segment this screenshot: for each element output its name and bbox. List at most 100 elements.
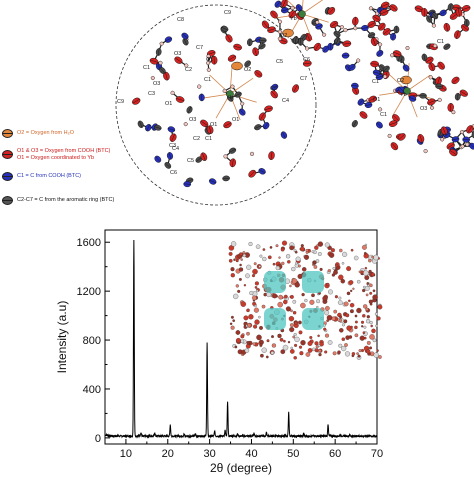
atom-ellipsoid [383, 74, 387, 79]
atom-axis [249, 170, 256, 177]
framework-atom [289, 327, 295, 333]
bond-network [140, 2, 474, 175]
framework-atom [358, 270, 362, 274]
atom [428, 62, 436, 72]
y-tick-label: 1200 [77, 286, 101, 298]
atom [206, 125, 214, 135]
framework-atom [294, 250, 298, 254]
framework-atom [313, 260, 317, 264]
x-axis-title: 2θ (degree) [210, 461, 272, 475]
framework-atom [267, 255, 272, 260]
atom-axis [383, 29, 391, 35]
atom [463, 19, 470, 27]
atom [459, 89, 468, 97]
framework-atom [344, 351, 351, 357]
atom [426, 15, 433, 23]
atom [227, 54, 237, 62]
framework-atom [283, 294, 288, 299]
atom [421, 53, 428, 62]
framework-atom [235, 337, 241, 343]
atom [264, 105, 273, 113]
atom [333, 30, 341, 38]
framework-atom [327, 269, 331, 273]
atom [159, 41, 164, 46]
o2-label-top: O2 [280, 33, 287, 39]
atom-axis [392, 33, 394, 41]
framework-atom [297, 264, 301, 268]
atom-axis [222, 177, 230, 179]
atom [427, 98, 436, 106]
atom [390, 32, 397, 41]
framework-atom [374, 312, 378, 316]
framework-atom [356, 352, 359, 355]
framework-atom [246, 264, 252, 270]
atom [198, 93, 205, 102]
atom [378, 22, 386, 31]
atom-ellipsoid [368, 6, 373, 11]
atom [348, 63, 356, 71]
framework-atom [345, 313, 350, 318]
framework-atom [270, 351, 275, 355]
atom-ellipsoid [240, 101, 245, 106]
atom [431, 23, 436, 28]
framework-atom [371, 272, 375, 277]
atom-axis [456, 30, 459, 39]
atom-axis [389, 122, 398, 126]
atom [383, 74, 387, 79]
framework-atom [251, 295, 257, 301]
framework-atom [318, 349, 322, 353]
pore-polyhedron [302, 271, 324, 293]
atom-axis [254, 125, 262, 129]
framework-atom [376, 349, 379, 352]
yb-atom [403, 87, 411, 95]
framework-atom [354, 325, 358, 330]
atom [262, 122, 270, 130]
atom-axis [383, 66, 390, 72]
framework-atom [251, 274, 256, 278]
atom-axis [442, 126, 446, 135]
atom [277, 29, 282, 34]
atom-axis [376, 50, 383, 56]
framework-atom [256, 334, 262, 341]
c1-label-d: C1 [437, 39, 444, 45]
framework-atom [356, 307, 362, 314]
atom [254, 124, 262, 131]
framework-atom [301, 267, 307, 272]
framework-atom [378, 355, 382, 359]
framework-atom [265, 355, 269, 359]
atom-axis [254, 71, 262, 77]
atom-axis [270, 11, 278, 18]
atom [469, 142, 474, 150]
asymmetric-unit-circle [115, 4, 317, 206]
atom [460, 130, 464, 134]
framework-atom [298, 330, 303, 335]
atom-axis [328, 7, 335, 15]
atom-ellipsoid [356, 58, 361, 63]
framework-atom [243, 315, 249, 321]
atom [163, 71, 170, 81]
c5-label-b: C5 [187, 158, 194, 164]
atom [370, 60, 379, 68]
atom [186, 106, 193, 114]
o3-label-a: O3 [189, 117, 196, 123]
c1-label-f: C1 [380, 112, 387, 118]
atom-axis [368, 97, 377, 102]
x-tick-label: 60 [329, 448, 341, 460]
atom [295, 4, 303, 12]
framework-atom [317, 252, 322, 256]
framework-atom [261, 304, 266, 309]
framework-atom [372, 294, 378, 300]
framework-atom [272, 262, 276, 266]
framework-atom [235, 259, 239, 263]
framework-atom [363, 251, 367, 255]
framework-atom [356, 279, 361, 284]
framework-atom [364, 286, 370, 291]
framework-atom [281, 240, 288, 246]
framework-atom [330, 248, 335, 253]
atom [277, 36, 282, 41]
framework-atom [305, 352, 311, 357]
o1-label-d: O1 [165, 101, 172, 107]
framework-atom [362, 288, 366, 293]
atom-ellipsoid [158, 60, 163, 65]
framework-atom [293, 356, 297, 360]
